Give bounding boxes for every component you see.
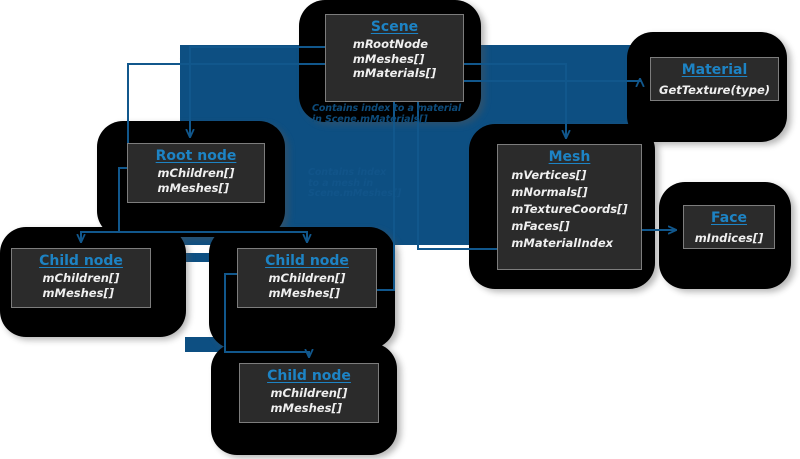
class-box-scene[interactable]: Scene mRootNode mMeshes[] mMaterials[] bbox=[325, 14, 464, 102]
class-fields-face: mIndices[] bbox=[695, 231, 764, 246]
wire-scene-to-mesh bbox=[440, 63, 566, 138]
wire-child2-to-child3 bbox=[224, 273, 309, 357]
field-mchildren: mChildren[] bbox=[42, 271, 120, 285]
field-mmaterials: mMaterials[] bbox=[352, 66, 437, 80]
field-mnormals: mNormals[] bbox=[511, 185, 588, 199]
class-box-child-node-2[interactable]: Child node mChildren[] mMeshes[] bbox=[237, 248, 377, 308]
class-box-material[interactable]: Material GetTexture(type) bbox=[650, 57, 779, 101]
class-fields-child-node-2: mChildren[] mMeshes[] bbox=[269, 271, 346, 300]
wire-materialindex-to-materials bbox=[337, 80, 497, 250]
class-box-root-node[interactable]: Root node mChildren[] mMeshes[] bbox=[127, 143, 265, 203]
field-mtexturecoords: mTextureCoords[] bbox=[511, 202, 628, 216]
field-mmeshes: mMeshes[] bbox=[352, 51, 425, 66]
field-mchildren: mChildren[] bbox=[268, 271, 346, 285]
field-mchildren: mChildren[] bbox=[157, 166, 235, 180]
class-box-mesh[interactable]: Mesh mVertices[] mNormals[] mTextureCoor… bbox=[497, 144, 642, 270]
wire-scene-to-material bbox=[440, 79, 640, 81]
wire-rootnode-to-child-2 bbox=[119, 231, 307, 242]
class-title-child-node-2: Child node bbox=[265, 253, 349, 269]
field-mchildren: mChildren[] bbox=[270, 386, 348, 400]
field-mfaces: mFaces[] bbox=[511, 219, 570, 233]
class-title-face: Face bbox=[711, 210, 747, 226]
class-box-child-node-3[interactable]: Child node mChildren[] mMeshes[] bbox=[239, 363, 379, 423]
class-fields-material: GetTexture(type) bbox=[659, 83, 770, 98]
class-fields-mesh: mVertices[] mNormals[] mTextureCoords[] … bbox=[511, 167, 627, 252]
class-fields-child-node-3: mChildren[] mMeshes[] bbox=[271, 386, 348, 415]
field-mmaterialindex: mMaterialIndex bbox=[511, 236, 614, 250]
class-fields-child-node-1: mChildren[] mMeshes[] bbox=[43, 271, 120, 300]
class-title-scene: Scene bbox=[370, 19, 419, 35]
field-mrootnode: mRootNode bbox=[352, 37, 429, 51]
field-mvertices: mVertices[] bbox=[511, 168, 587, 182]
wire-scene-rootnode bbox=[190, 46, 337, 137]
field-mmeshes: mMeshes[] bbox=[42, 285, 114, 300]
class-title-child-node-3: Child node bbox=[267, 368, 351, 384]
class-fields-scene: mRootNode mMeshes[] mMaterials[] bbox=[353, 37, 436, 81]
class-fields-root-node: mChildren[] mMeshes[] bbox=[158, 166, 235, 195]
field-mindices: mIndices[] bbox=[694, 231, 764, 245]
field-mmeshes: mMeshes[] bbox=[157, 180, 229, 195]
class-title-material: Material bbox=[681, 62, 748, 78]
class-title-mesh: Mesh bbox=[548, 149, 591, 165]
class-title-root-node: Root node bbox=[155, 148, 237, 164]
class-box-child-node-1[interactable]: Child node mChildren[] mMeshes[] bbox=[11, 248, 151, 308]
field-mmeshes: mMeshes[] bbox=[268, 285, 340, 300]
field-gettexture: GetTexture(type) bbox=[659, 83, 771, 97]
class-title-child-node-1: Child node bbox=[39, 253, 123, 269]
field-mmeshes: mMeshes[] bbox=[270, 400, 342, 415]
class-box-face[interactable]: Face mIndices[] bbox=[683, 205, 775, 249]
